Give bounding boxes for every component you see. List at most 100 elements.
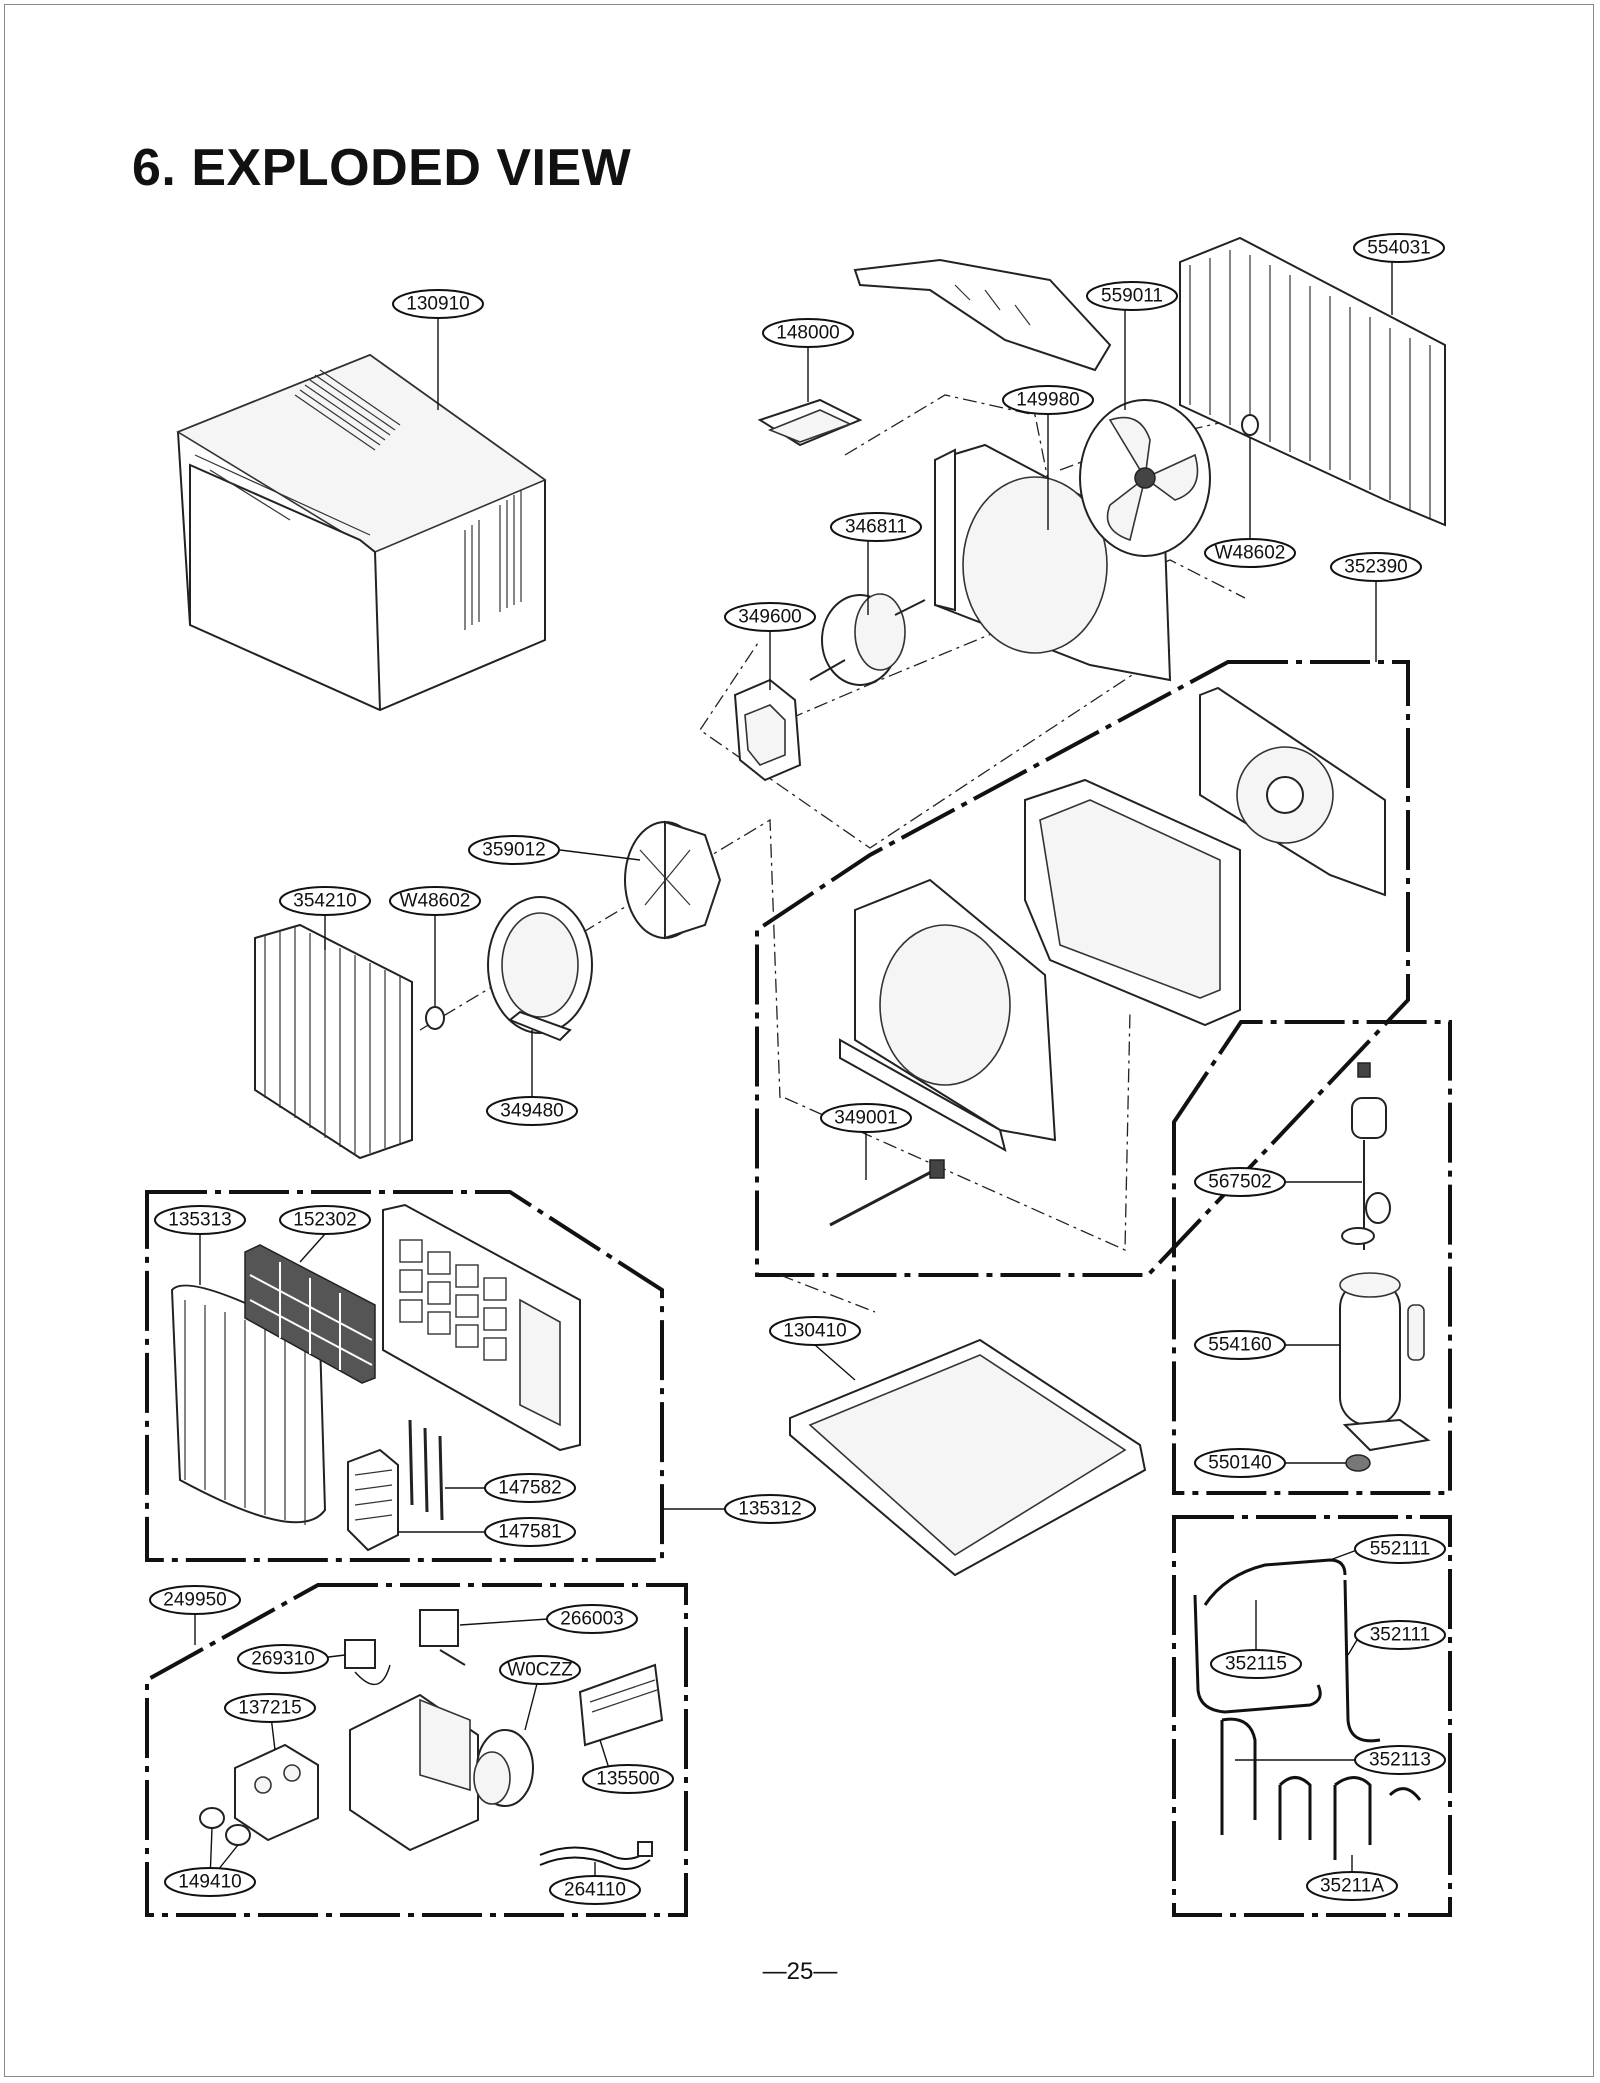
callout-washer-top: W48602 <box>1204 538 1296 568</box>
callout-knob: 149410 <box>164 1867 256 1897</box>
callout-label: 552111 <box>1370 1539 1431 1560</box>
callout-capacitor-holder: 567502 <box>1194 1167 1286 1197</box>
callout-label: 559011 <box>1101 286 1163 307</box>
callout-thermistor: 349001 <box>820 1103 912 1133</box>
pipe-a-part <box>1193 1594 1322 1714</box>
cabinet-part <box>176 353 547 712</box>
callout-front-grille: 135313 <box>154 1205 246 1235</box>
callout-evaporator: 354210 <box>279 886 371 916</box>
bracket-part <box>757 398 863 447</box>
blower-part <box>624 820 722 940</box>
control-box-part <box>349 1693 479 1852</box>
callout-pipe-a: 352115 <box>1210 1649 1302 1679</box>
callout-label: 554160 <box>1208 1335 1271 1356</box>
callout-label: 550140 <box>1208 1453 1271 1474</box>
evaporator-part <box>254 923 413 1160</box>
thermistor-part <box>829 1159 945 1227</box>
callout-label: 359012 <box>482 840 545 861</box>
callout-label: 554031 <box>1367 238 1430 259</box>
shroud-part <box>934 443 1172 682</box>
callout-control-box: 249950 <box>149 1585 241 1615</box>
control-plate-part <box>234 1743 319 1842</box>
callout-label: W48602 <box>400 891 471 912</box>
front-grille-part <box>170 1284 327 1525</box>
callout-louver-small: 147582 <box>484 1473 576 1503</box>
compressor-part <box>1339 1272 1431 1452</box>
assembly-line <box>419 818 781 1099</box>
callout-label: 354210 <box>293 891 356 912</box>
callout-cover: 135500 <box>582 1764 674 1794</box>
callout-label: 349480 <box>500 1101 563 1122</box>
assembly-line <box>779 1274 876 1313</box>
callout-label: 137215 <box>238 1698 301 1719</box>
air-guide-part <box>853 258 1112 372</box>
callout-pipe-suction: 352111 <box>1354 1620 1446 1650</box>
callout-label: 147581 <box>498 1522 561 1543</box>
pipe-b-part <box>1220 1717 1257 1835</box>
callout-base-pan-assembly: 352390 <box>1330 552 1422 582</box>
front-panel-part <box>382 1203 581 1452</box>
base-pan-part <box>789 1338 1147 1577</box>
callout-label: 130910 <box>406 294 469 315</box>
callout-shroud: 149980 <box>1002 385 1094 415</box>
knob-part <box>199 1807 251 1846</box>
washer-part <box>1241 414 1259 436</box>
motor-mount-part <box>733 678 802 782</box>
callout-condenser-coil: 554031 <box>1353 233 1445 263</box>
callout-label: 349001 <box>834 1108 897 1129</box>
harness-part <box>539 1841 653 1870</box>
filter-part <box>244 1244 376 1384</box>
callout-label: W48602 <box>1215 543 1286 564</box>
louver-large-part <box>347 1448 399 1552</box>
callout-label: 35211A <box>1320 1876 1384 1897</box>
callout-label: 130410 <box>783 1321 846 1342</box>
callout-capacitor: W0CZZ <box>499 1655 581 1685</box>
louver-small-part <box>408 1419 444 1521</box>
capacitor-part <box>473 1729 534 1807</box>
pipe-suction-part <box>1343 1579 1381 1743</box>
washer-part <box>425 1006 445 1030</box>
pipe-discharge-part <box>1203 1558 1347 1606</box>
compressor-frame <box>1172 1020 1452 1495</box>
assembly-line <box>699 639 1171 849</box>
callout-compressor-mount: 550140 <box>1194 1448 1286 1478</box>
front-panel-frame <box>145 1190 664 1562</box>
callout-relay: 266003 <box>546 1604 638 1634</box>
callout-label: 269310 <box>251 1649 314 1670</box>
page-title: 6. EXPLODED VIEW <box>132 139 632 197</box>
callout-label: 349600 <box>738 607 801 628</box>
callout-cabinet: 130910 <box>392 289 484 319</box>
callout-switch: 269310 <box>237 1644 329 1674</box>
pipe-c-part <box>1278 1776 1422 1860</box>
orifice-part <box>487 896 593 1042</box>
callout-label: 152302 <box>293 1210 356 1231</box>
callout-label: 352111 <box>1370 1625 1431 1646</box>
callout-label: W0CZZ <box>507 1660 573 1681</box>
assembly-line <box>844 394 1051 491</box>
callout-pipe-c: 35211A <box>1306 1871 1398 1901</box>
callout-label: 135313 <box>168 1210 231 1231</box>
callout-filter: 152302 <box>279 1205 371 1235</box>
callout-label: 135500 <box>596 1769 659 1790</box>
callout-pipe-b: 352113 <box>1354 1745 1446 1775</box>
callout-label: 249950 <box>163 1590 226 1611</box>
callout-label: 135312 <box>738 1499 801 1520</box>
callout-bracket: 148000 <box>762 318 854 348</box>
callout-fan: 559011 <box>1086 281 1178 311</box>
callout-motor-mount: 349600 <box>724 602 816 632</box>
callout-label: 149410 <box>178 1872 241 1893</box>
callout-label: 147582 <box>498 1478 561 1499</box>
callout-blower: 359012 <box>468 835 560 865</box>
callout-front-panel: 135312 <box>724 1494 816 1524</box>
callout-label: 346811 <box>845 517 907 538</box>
callout-label: 149980 <box>1016 390 1079 411</box>
callout-pipe-discharge: 552111 <box>1354 1534 1446 1564</box>
cover-part <box>578 1663 664 1747</box>
callout-label: 567502 <box>1208 1172 1271 1193</box>
compressor-mount-part <box>1345 1454 1371 1472</box>
callout-label: 266003 <box>560 1609 623 1630</box>
page-number: —25— <box>762 1958 838 1985</box>
relay-part <box>419 1609 466 1666</box>
callout-motor: 346811 <box>830 512 922 542</box>
